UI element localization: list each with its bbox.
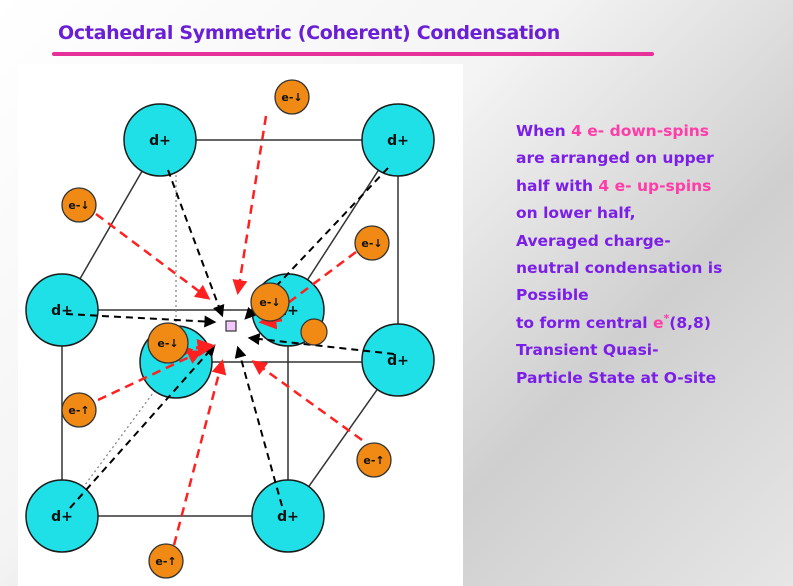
electron-spin-down-label: e-↓ [361, 237, 382, 250]
electron-spin-down [274, 79, 310, 115]
desc-line-1: When 4 e- down-spins [516, 122, 710, 140]
desc-line-10: Particle State at O-site [516, 368, 717, 387]
desc-line-8: to form central e*(8,8) [516, 311, 711, 332]
electron-spin-down [61, 187, 97, 223]
electron-spin-down [354, 225, 390, 261]
d-label: d+ [51, 303, 73, 319]
red-arrow [95, 213, 211, 300]
d-label: d+ [149, 133, 171, 149]
desc-line-2: are arranged on upper [516, 149, 714, 168]
o-site-marker [225, 320, 237, 332]
electron-spin-down-label: e-↓ [259, 296, 280, 309]
d-site-top-back-right [361, 103, 435, 177]
desc-line-4: on lower half, [516, 204, 636, 223]
electron-spin-up [61, 392, 97, 428]
electrons [61, 79, 392, 579]
description-text: When 4 e- down-spins are arranged on upp… [516, 118, 793, 392]
black-arrow [167, 169, 225, 318]
d-label: d+ [387, 133, 409, 149]
title-underline [52, 52, 654, 56]
desc-line-5: Averaged charge- [516, 231, 671, 250]
d-site-top-front-left [25, 273, 99, 347]
electron-partial [300, 318, 328, 346]
desc-line-6: neutral condensation is [516, 259, 723, 278]
d-label: d+ [277, 509, 299, 525]
electron-spin-down-label: e-↓ [68, 199, 89, 212]
d-label: d+ [51, 509, 73, 525]
d-label: d+ [387, 353, 409, 369]
desc-line-3: half with 4 e- up-spins [516, 176, 712, 195]
electron-spin-up [356, 442, 392, 478]
d-site-bottom-front-right [251, 479, 325, 553]
electron-spin-up-label: e-↑ [155, 555, 176, 568]
red-arrow [172, 359, 227, 546]
electron-spin-down [250, 282, 290, 322]
black-arrow [234, 345, 283, 507]
desc-line-7: Possible [516, 286, 589, 305]
electron-spin-up [148, 543, 184, 579]
electron-spin-down [147, 322, 189, 364]
electron-spin-up-label: e-↑ [68, 404, 89, 417]
d-site-bottom-back-right [361, 323, 435, 397]
red-arrow [251, 360, 363, 442]
slide-title: Octahedral Symmetric (Coherent) Condensa… [58, 22, 560, 44]
electron-labels: e-↓ e-↓ e-↓ e-↓ e-↓ e-↑ e-↑ e-↑ [68, 91, 384, 568]
black-arrow [69, 344, 216, 509]
electron-spin-down-label: e-↓ [157, 337, 178, 350]
electron-spin-down-label: e-↓ [281, 91, 302, 104]
red-arrow [232, 115, 268, 295]
d-site-top-back-left [123, 103, 197, 177]
black-arrow [65, 313, 217, 328]
electron-spin-up-label: e-↑ [363, 454, 384, 467]
black-arrow [247, 333, 395, 355]
desc-line-9: Transient Quasi- [516, 341, 659, 360]
